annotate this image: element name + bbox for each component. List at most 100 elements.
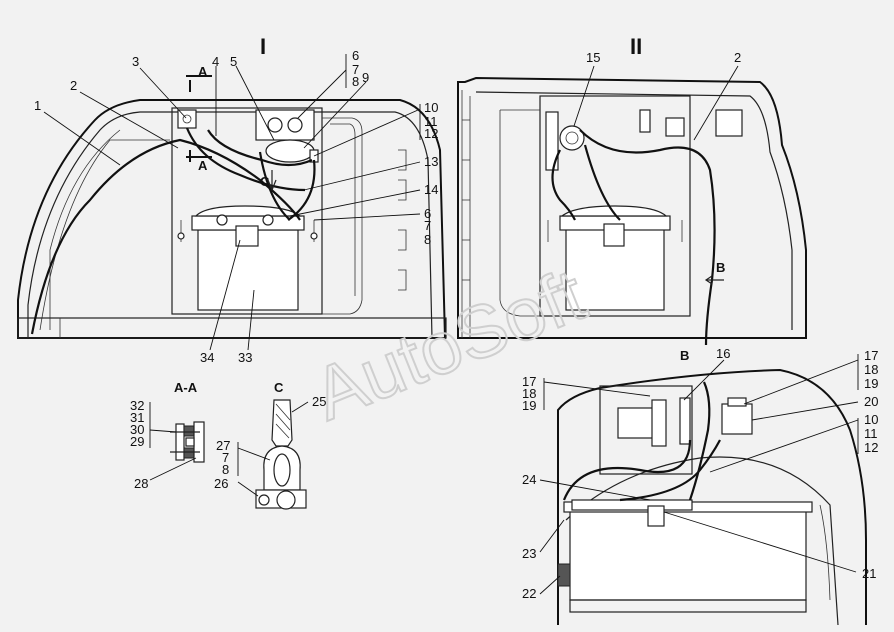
label-9: 9 — [362, 70, 369, 85]
label-10-b: 10 — [864, 412, 878, 427]
leader-lines — [43, 65, 859, 595]
terminal-screw — [182, 114, 192, 124]
battery-terminal-negative — [216, 214, 228, 226]
label-31: 31 — [130, 410, 144, 425]
label-7-lower: 7 — [424, 218, 431, 233]
leader-16 — [683, 359, 725, 401]
battery-b-clamp — [647, 505, 665, 527]
clamp-nut — [276, 490, 296, 510]
section-aa-bracket — [193, 421, 205, 463]
battery-right-top — [560, 205, 668, 217]
label-26: 26 — [214, 476, 228, 491]
leader-29-32 — [149, 429, 177, 433]
label-10: 10 — [424, 100, 438, 115]
label-17-left: 17 — [522, 374, 536, 389]
label-7: 7 — [352, 62, 359, 77]
label-5: 5 — [230, 54, 237, 69]
connector-15-inner — [565, 131, 579, 145]
cable-lug-hatch — [275, 403, 291, 439]
section-aa-nut — [185, 437, 195, 447]
compartment-right-door — [499, 109, 540, 317]
view-title-1: I — [260, 34, 266, 59]
label-12-b: 12 — [864, 440, 878, 455]
label-2-right: 2 — [734, 50, 741, 65]
relay-20-cap — [727, 397, 747, 407]
view-title-2: II — [630, 34, 642, 59]
leader-13 — [303, 161, 421, 191]
battery-clamp — [235, 225, 259, 247]
label-8-c: 8 — [222, 462, 229, 477]
label-33: 33 — [238, 350, 252, 365]
label-brackets — [149, 54, 859, 476]
section-aa-plate — [175, 423, 185, 461]
label-16: 16 — [716, 346, 730, 361]
wire-right-a — [551, 149, 576, 221]
label-32: 32 — [130, 398, 144, 413]
cab-inner-shell — [27, 111, 433, 339]
wire-plug-to-battery — [258, 151, 291, 221]
leader-21 — [663, 511, 857, 573]
leader-22 — [539, 575, 561, 595]
view-titles: I II A-A C — [174, 34, 642, 395]
leader-10-12-b — [709, 419, 859, 473]
section-title-c: C — [274, 380, 284, 395]
label-13: 13 — [424, 154, 438, 169]
view-title-b: B — [680, 348, 689, 363]
leader-15 — [573, 65, 595, 127]
leader-33 — [247, 289, 255, 351]
bottom-frame — [17, 317, 447, 339]
label-24: 24 — [522, 472, 536, 487]
connector-16 — [679, 397, 691, 445]
panel-left-edge — [461, 90, 471, 338]
label-15: 15 — [586, 50, 600, 65]
mount-plate — [545, 111, 559, 171]
label-29: 29 — [130, 434, 144, 449]
section-aa-insulator-bottom — [183, 447, 195, 459]
view-c-drawing — [255, 399, 307, 510]
switch-socket-left — [267, 117, 283, 133]
leader-6-8-lower — [313, 213, 421, 221]
label-20: 20 — [864, 394, 878, 409]
nut-right — [310, 232, 318, 240]
label-1: 1 — [34, 98, 41, 113]
battery-terminal-positive — [262, 214, 274, 226]
label-25: 25 — [312, 394, 326, 409]
wire-b-a — [562, 439, 692, 501]
leader-9 — [303, 81, 367, 149]
wire-b-c — [688, 381, 711, 501]
leader-2 — [79, 91, 179, 149]
panel-ribs — [462, 119, 470, 281]
view-b-drawing — [557, 368, 867, 626]
ground-switch-body — [255, 109, 315, 141]
cable-lug-sleeve — [271, 399, 293, 447]
leader-20 — [751, 401, 859, 421]
insulation-pad-22 — [557, 563, 571, 587]
arrow-letter-a-bottom: A — [198, 158, 208, 173]
arrow-letter-c: C — [260, 174, 270, 189]
view-1-drawing — [17, 75, 447, 339]
leader-27 — [237, 447, 271, 461]
leader-26 — [237, 481, 259, 497]
label-3: 3 — [132, 54, 139, 69]
leader-5 — [235, 65, 275, 141]
wire-right-c — [583, 144, 621, 221]
label-6-lower: 6 — [424, 206, 431, 221]
label-34: 34 — [200, 350, 214, 365]
compartment-door-edge — [330, 123, 356, 296]
cab-curve-b — [819, 504, 831, 601]
leader-25 — [291, 401, 309, 413]
wire-clamp-to-battery — [287, 159, 316, 221]
relay-cylinder — [715, 109, 743, 137]
compartment-door — [322, 117, 363, 315]
relay-bracket — [639, 109, 651, 133]
view-2-drawing — [457, 76, 807, 346]
panel-hinges — [398, 149, 407, 291]
cab-curve-line — [49, 129, 121, 330]
leader-6-8 — [297, 69, 347, 119]
battery-compartment — [171, 107, 323, 315]
label-14: 14 — [424, 182, 438, 197]
label-11: 11 — [424, 114, 438, 129]
label-19-left: 19 — [522, 398, 536, 413]
cab-outer-shell — [17, 99, 447, 339]
